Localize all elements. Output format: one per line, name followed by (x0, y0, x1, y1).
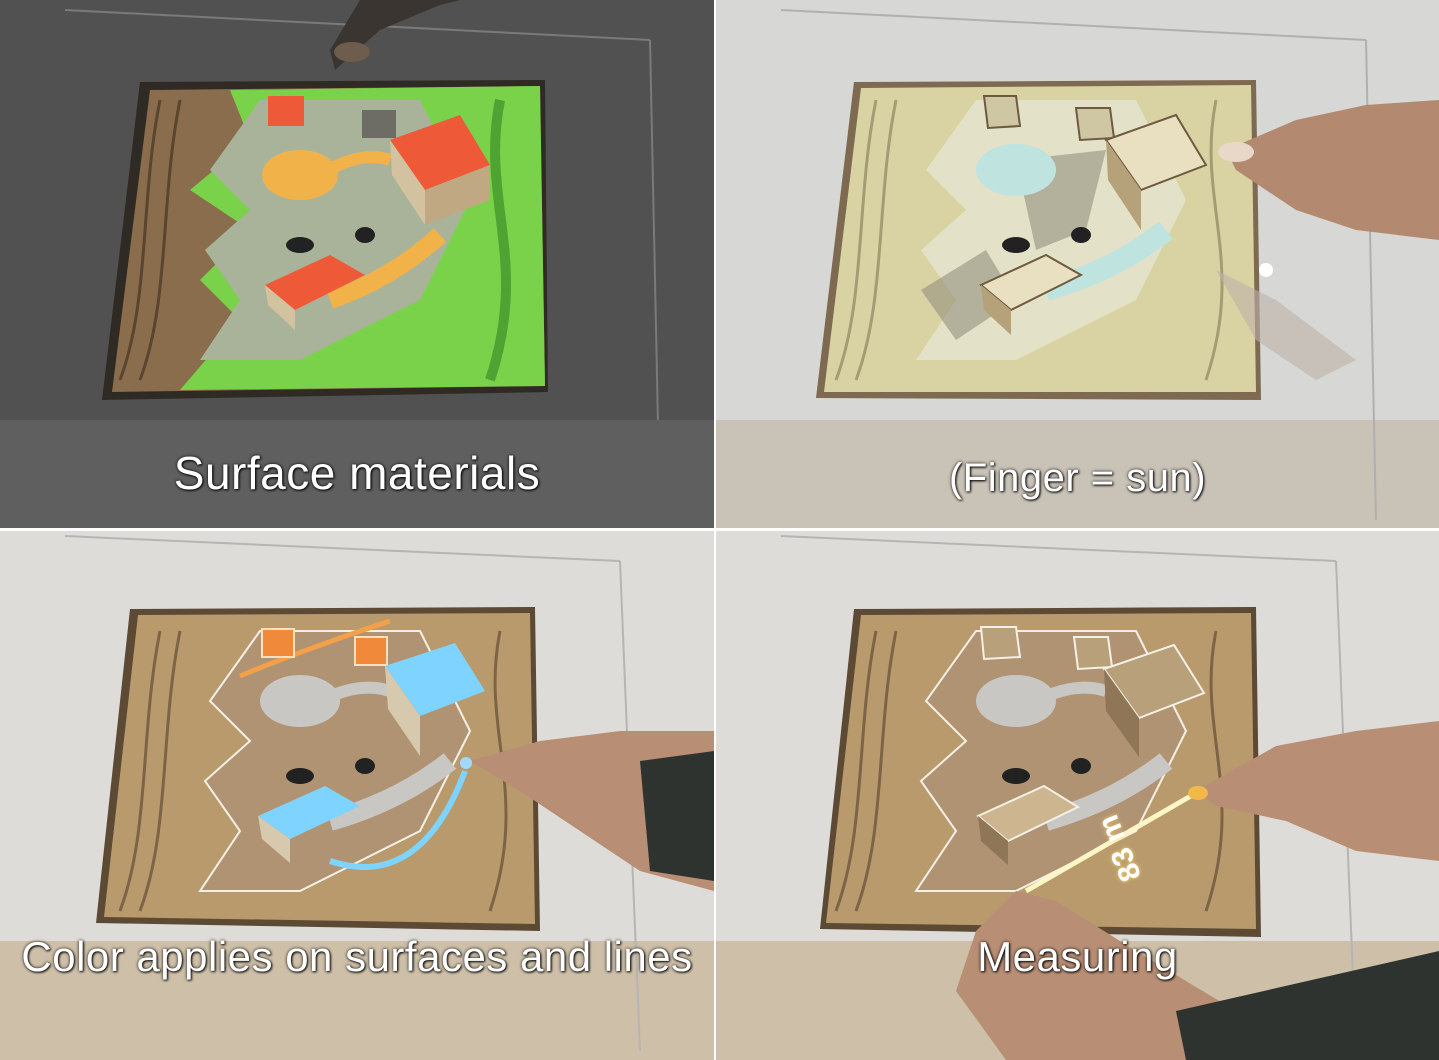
caption: (Finger = sun) (948, 456, 1207, 500)
panel-measuring: 83 m Measuring (716, 531, 1439, 1060)
caption: Color applies on surfaces and lines (21, 933, 693, 980)
caption: Measuring (977, 933, 1178, 980)
model-photo-color-applies (0, 531, 714, 1060)
panel-surface-materials: Surface materials (0, 0, 714, 528)
panel-color-applies: Color applies on surfaces and lines (0, 531, 714, 1060)
panel-finger-sun: (Finger = sun) (716, 0, 1439, 528)
caption: Surface materials (173, 447, 541, 499)
model-photo-surface-materials (0, 0, 714, 528)
model-photo-measuring (716, 531, 1439, 1060)
model-photo-finger-sun (716, 0, 1439, 528)
